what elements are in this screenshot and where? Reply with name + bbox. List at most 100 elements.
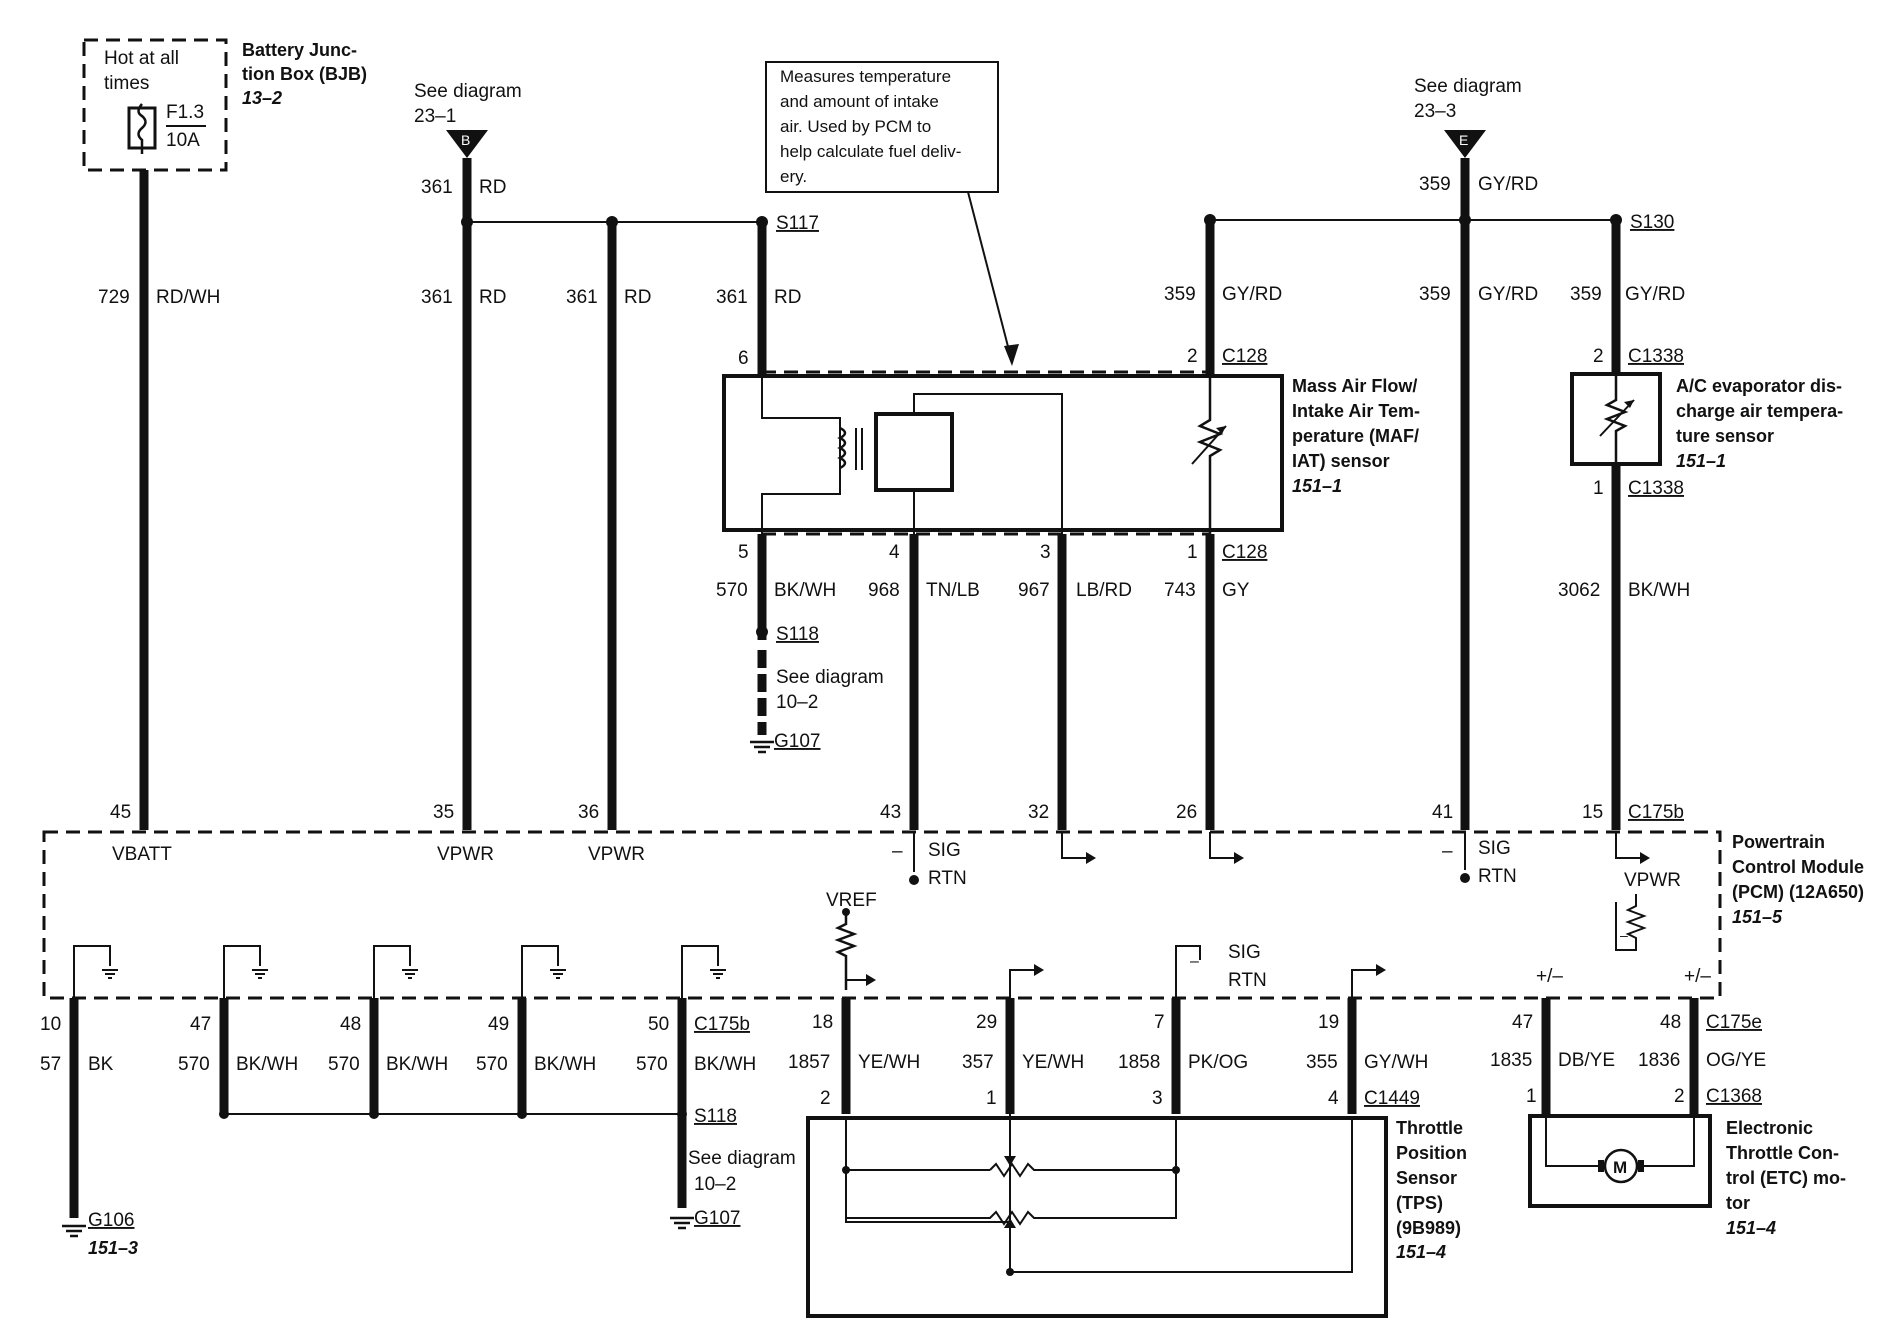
maf-iat-sensor: 6 2 C128 Mass Air Flow/ Intake Air Tem- … (722, 346, 1420, 563)
svg-text:359: 359 (1164, 284, 1196, 305)
svg-text:35: 35 (433, 802, 454, 823)
svg-text:BK/WH: BK/WH (1628, 580, 1690, 601)
svg-text:1836: 1836 (1638, 1050, 1680, 1071)
fuse-element-icon (137, 103, 147, 154)
coil-icon (837, 426, 847, 470)
svg-text:SIG: SIG (1228, 942, 1261, 963)
pcm-dashed-box (42, 830, 1722, 1000)
svg-text:charge air tempera-: charge air tempera- (1676, 401, 1843, 421)
svg-text:help calculate fuel deliv-: help calculate fuel deliv- (780, 142, 961, 161)
pullup-resistor-icon (1615, 894, 1647, 951)
svg-text:1858: 1858 (1118, 1052, 1160, 1073)
svg-text:BK: BK (88, 1054, 114, 1075)
svg-text:BK/WH: BK/WH (534, 1054, 596, 1075)
svg-text:OG/YE: OG/YE (1706, 1050, 1766, 1071)
svg-text:361: 361 (566, 287, 598, 308)
bjb-hot-line1: Hot at all (104, 48, 179, 69)
svg-text:6: 6 (738, 348, 749, 369)
svg-text:2: 2 (1674, 1086, 1685, 1107)
svg-text:355: 355 (1306, 1052, 1338, 1073)
svg-text:RD: RD (479, 287, 506, 308)
svg-text:1: 1 (1187, 542, 1198, 563)
svg-text:151–3: 151–3 (88, 1238, 138, 1258)
svg-text:C175b: C175b (1628, 802, 1684, 823)
svg-text:VPWR: VPWR (588, 844, 645, 865)
svg-text:3: 3 (1152, 1088, 1163, 1109)
svg-text:Powertrain: Powertrain (1732, 832, 1825, 852)
svg-text:729: 729 (98, 287, 130, 308)
svg-text:IAT) sensor: IAT) sensor (1292, 451, 1390, 471)
svg-text:151–1: 151–1 (1676, 451, 1726, 471)
svg-text:151–4: 151–4 (1396, 1242, 1446, 1262)
ground-icon (62, 1224, 86, 1238)
svg-text:GY/RD: GY/RD (1478, 174, 1538, 195)
maf-element-icon (874, 412, 954, 492)
svg-text:43: 43 (880, 802, 901, 823)
svg-text:Sensor: Sensor (1396, 1168, 1457, 1188)
svg-text:(PCM) (12A650): (PCM) (12A650) (1732, 882, 1864, 902)
svg-text:air. Used by PCM to: air. Used by PCM to (780, 117, 931, 136)
svg-text:S118: S118 (776, 624, 819, 645)
arrow-head-icon (1004, 344, 1019, 366)
svg-text:3: 3 (1040, 542, 1051, 563)
svg-text:1: 1 (1526, 1086, 1537, 1107)
maf-coil-wire (761, 376, 841, 534)
svg-text:BK/WH: BK/WH (694, 1054, 756, 1075)
svg-text:Intake Air Tem-: Intake Air Tem- (1292, 401, 1420, 421)
svg-text:359: 359 (1570, 284, 1602, 305)
svg-text:E: E (1459, 132, 1468, 148)
bjb-ref: 13–2 (242, 88, 282, 108)
svg-text:VPWR: VPWR (437, 844, 494, 865)
svg-text:Control Module: Control Module (1732, 857, 1864, 877)
svg-text:570: 570 (178, 1054, 210, 1075)
svg-text:Position: Position (1396, 1143, 1467, 1163)
fuse-rating: 10A (166, 130, 200, 151)
svg-text:RD: RD (624, 287, 651, 308)
svg-text:+/–: +/– (1536, 966, 1563, 987)
svg-text:G106: G106 (88, 1210, 134, 1231)
svg-text:3062: 3062 (1558, 580, 1600, 601)
fuse-id: F1.3 (166, 102, 204, 123)
svg-text:49: 49 (488, 1014, 509, 1035)
thermistor-icon (1196, 376, 1224, 534)
svg-text:See diagram: See diagram (776, 667, 884, 688)
svg-text:Throttle: Throttle (1396, 1118, 1463, 1138)
pot-icon (989, 1118, 1177, 1178)
svg-text:VPWR: VPWR (1624, 870, 1681, 891)
svg-text:4: 4 (1328, 1088, 1339, 1109)
svg-text:Throttle Con-: Throttle Con- (1726, 1143, 1839, 1163)
tps-box (806, 1116, 1388, 1318)
svg-text:ery.: ery. (780, 167, 807, 186)
svg-text:G107: G107 (694, 1208, 740, 1229)
svg-text:50: 50 (648, 1014, 669, 1035)
svg-text:570: 570 (636, 1054, 668, 1075)
svg-text:RTN: RTN (928, 868, 967, 889)
svg-text:M: M (1613, 1158, 1627, 1177)
bjb-title-line1: Battery Junc- (242, 40, 357, 60)
svg-text:1: 1 (1593, 478, 1604, 499)
svg-text:Measures temperature: Measures temperature (780, 67, 951, 86)
svg-text:570: 570 (328, 1054, 360, 1075)
svg-text:S118: S118 (694, 1106, 737, 1127)
svg-text:See diagram: See diagram (1414, 76, 1522, 97)
splice-s117: S117 (776, 213, 819, 234)
svg-text:4: 4 (889, 542, 900, 563)
svg-text:361: 361 (421, 287, 453, 308)
svg-text:48: 48 (1660, 1012, 1681, 1033)
svg-text:359: 359 (1419, 174, 1451, 195)
svg-text:48: 48 (340, 1014, 361, 1035)
motor-icon (1603, 1148, 1639, 1184)
svg-text:VBATT: VBATT (112, 844, 172, 865)
svg-text:357: 357 (962, 1052, 994, 1073)
svg-text:GY/RD: GY/RD (1478, 284, 1538, 305)
svg-text:C1338: C1338 (1628, 346, 1684, 367)
svg-text:+/–: +/– (1684, 966, 1711, 987)
svg-text:19: 19 (1318, 1012, 1339, 1033)
svg-text:SIG: SIG (1478, 838, 1511, 859)
svg-text:PK/OG: PK/OG (1188, 1052, 1248, 1073)
svg-text:VREF: VREF (826, 890, 877, 911)
battery-junction-box: Hot at all times F1.3 10A Battery Junc- … (82, 38, 367, 172)
svg-text:15: 15 (1582, 802, 1603, 823)
